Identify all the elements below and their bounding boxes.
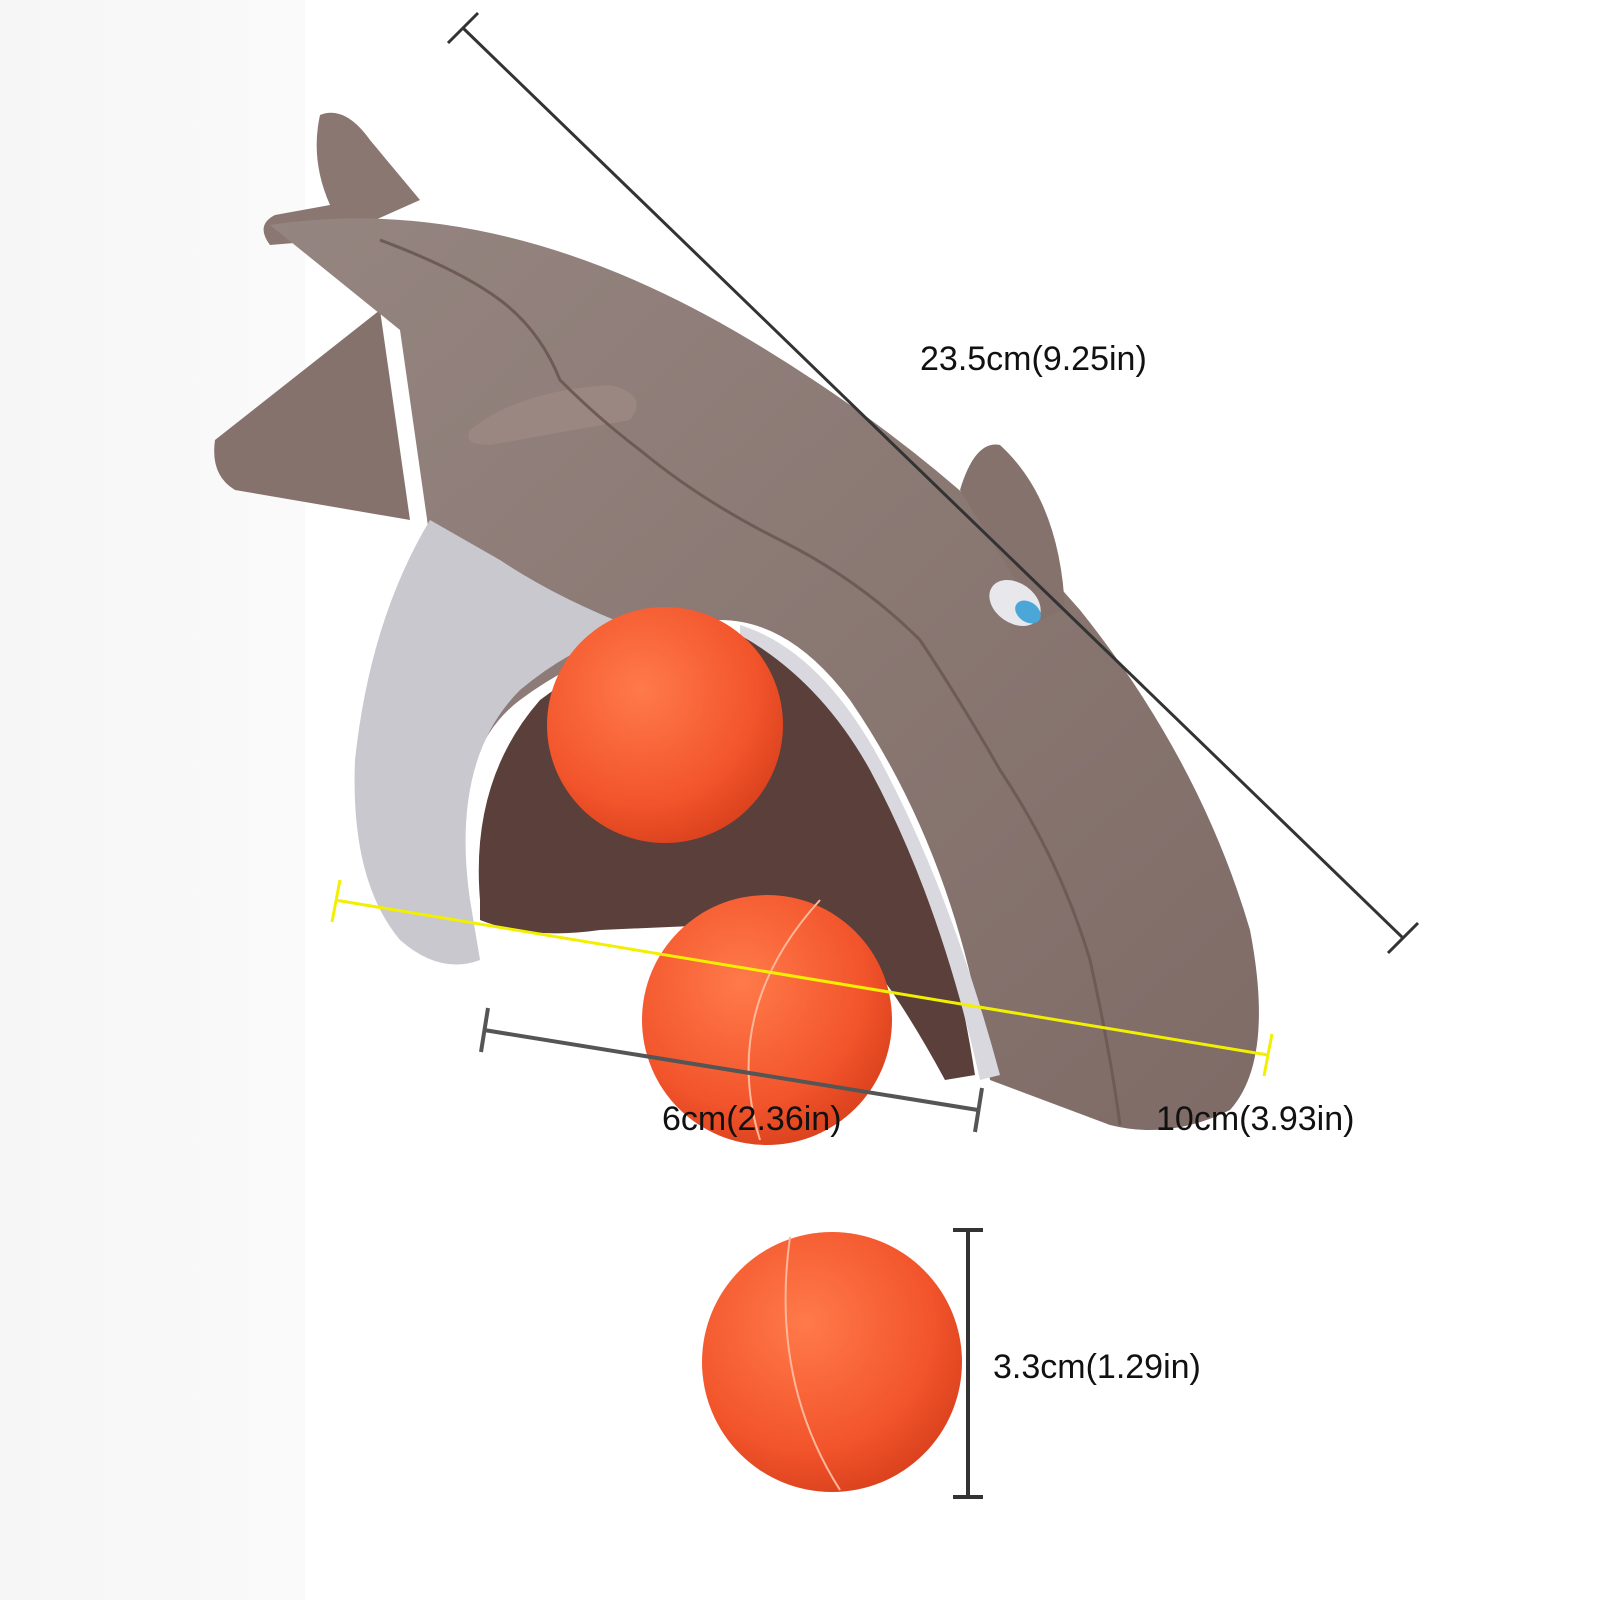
mouth-width-measure-line xyxy=(479,1007,984,1133)
shark-pectoral-fin xyxy=(468,385,637,445)
shark-body xyxy=(270,218,1259,1131)
head-width-measure-line xyxy=(330,879,1274,1077)
ball-diameter-label: 3.3cm(1.29in) xyxy=(993,1348,1201,1386)
head-width-label: 10cm(3.93in) xyxy=(1156,1100,1355,1138)
ball-in-mouth xyxy=(547,607,783,843)
mouth-width-label: 6cm(2.36in) xyxy=(662,1100,842,1138)
shark-tail xyxy=(263,112,420,246)
shark-seam xyxy=(379,238,1122,1126)
ball-loose xyxy=(702,1232,962,1492)
shark-eye-iris xyxy=(1015,600,1041,624)
shark-dorsal-fin xyxy=(960,444,1065,620)
shark-teeth-upper xyxy=(740,625,1000,1080)
ball-launching xyxy=(642,895,892,1145)
length-measure-line xyxy=(446,11,1420,955)
background-band xyxy=(0,0,305,1600)
length-label: 23.5cm(9.25in) xyxy=(920,340,1147,378)
shark-belly xyxy=(354,520,640,965)
shark-rear-fin xyxy=(214,310,410,520)
ball-diameter-measure-line xyxy=(953,1228,983,1499)
